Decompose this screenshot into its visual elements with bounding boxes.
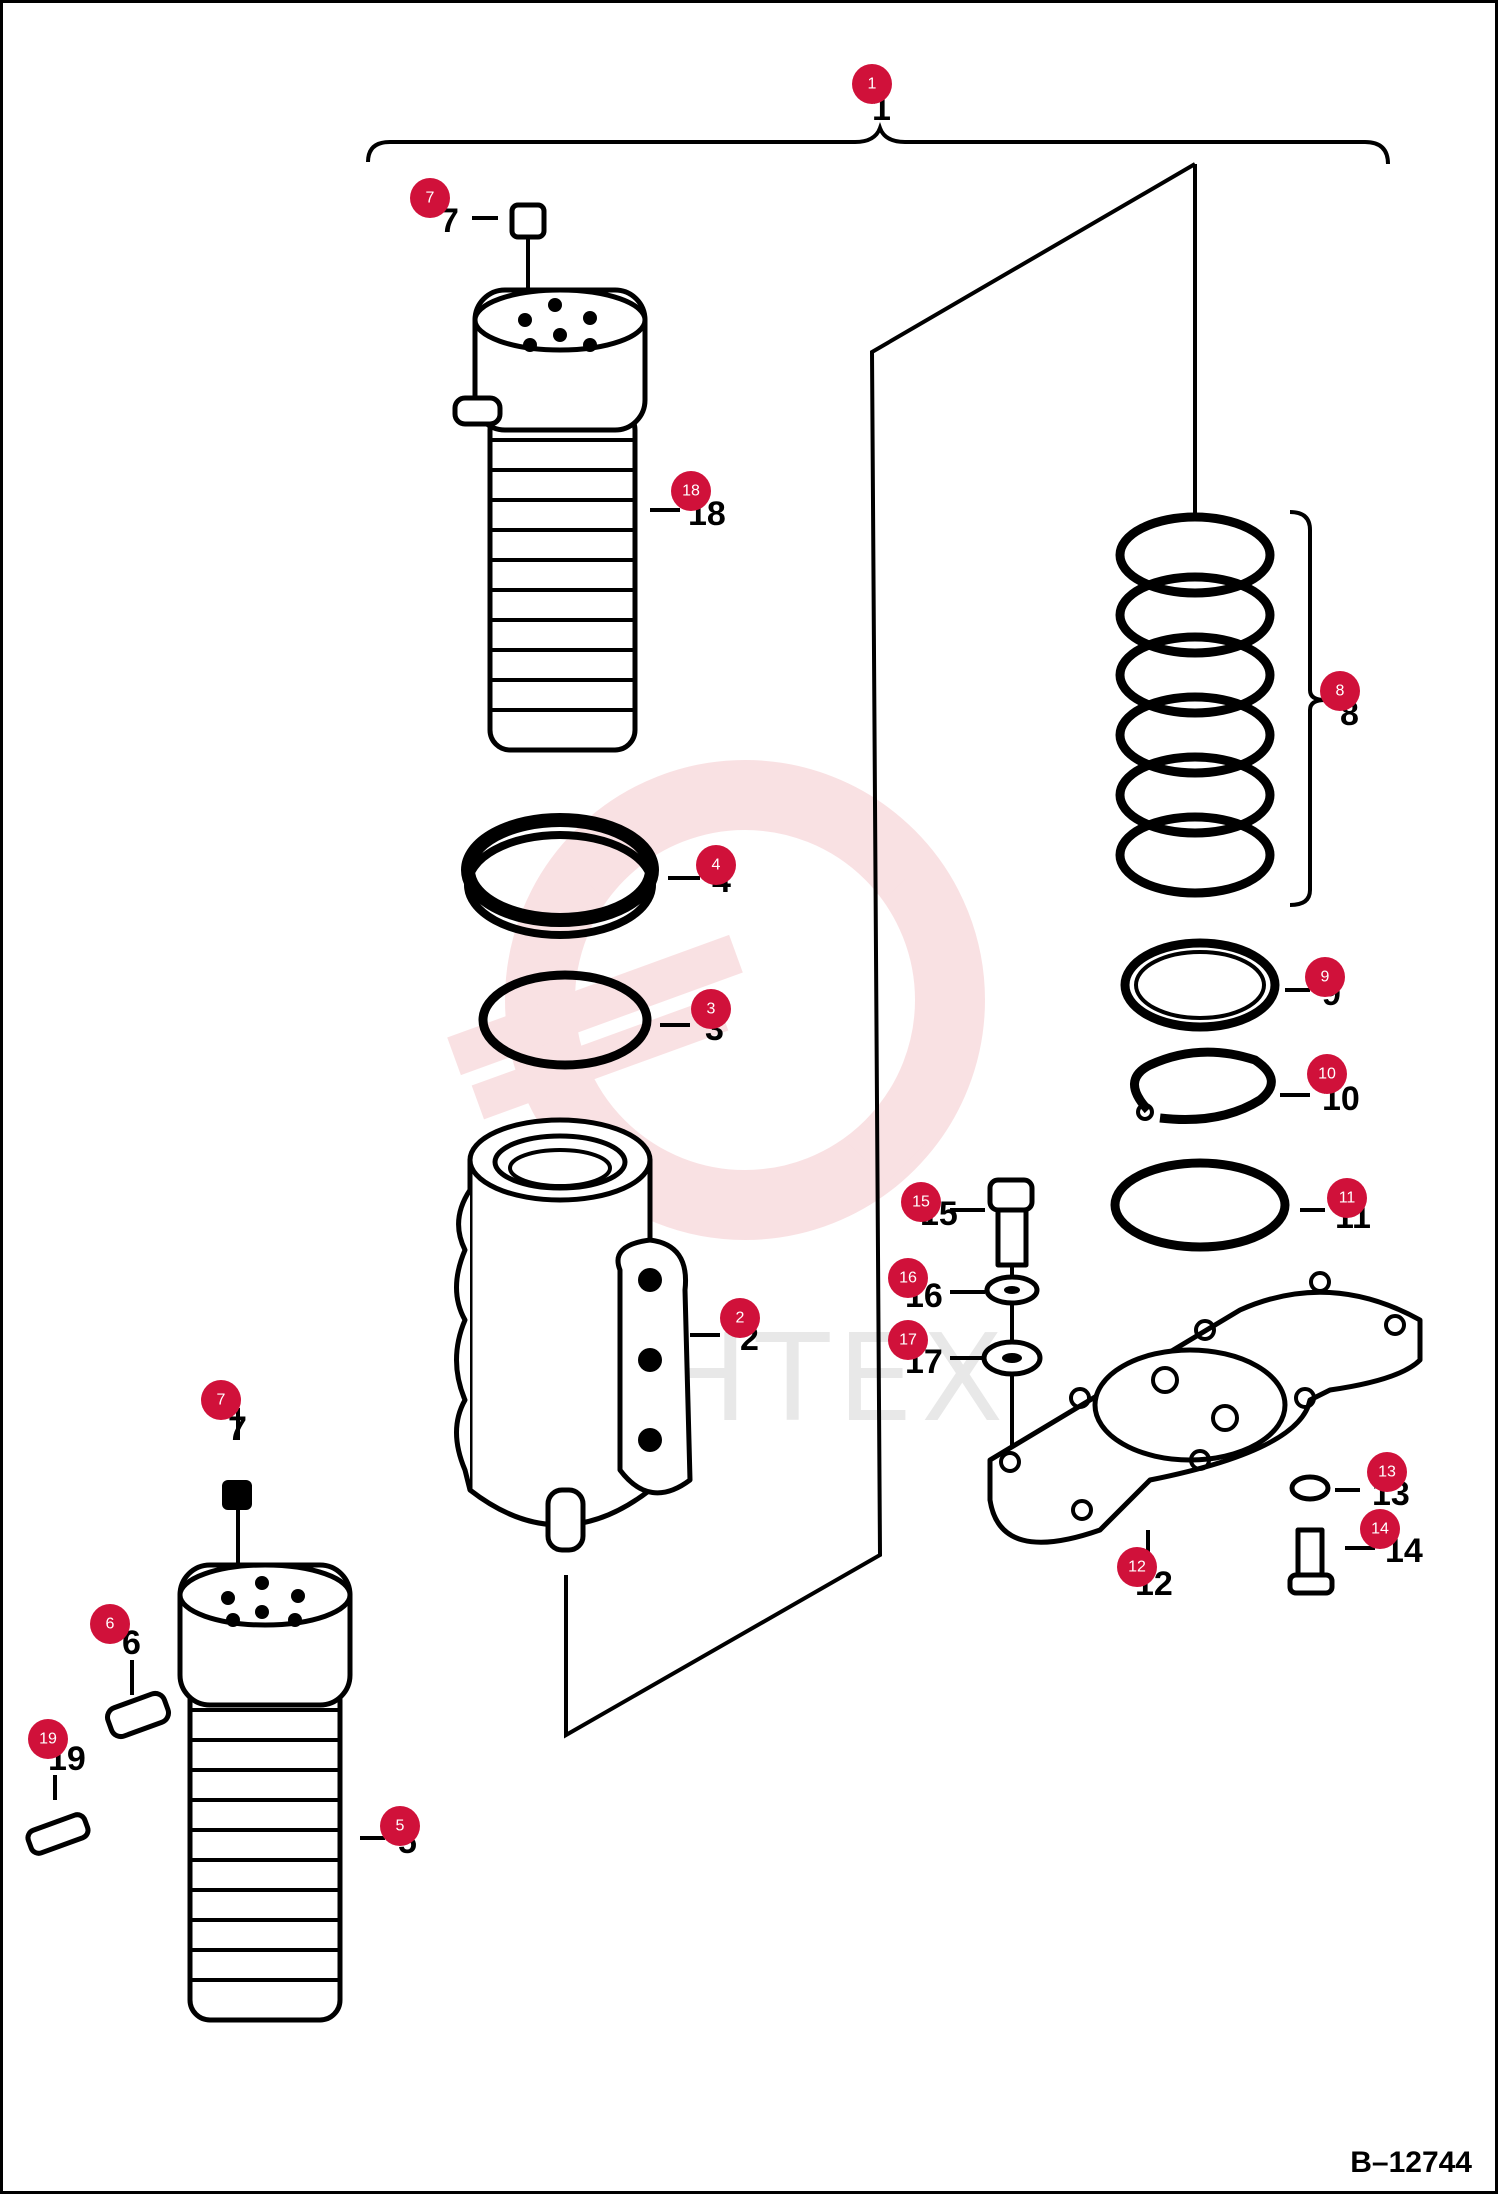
ring-11: [1110, 1158, 1325, 1252]
part-badges: 1 2 3 4 5 6 7 7 8 9 10 11 12 13 14 15 16…: [28, 64, 1407, 1846]
badge[interactable]: 11: [1327, 1178, 1367, 1218]
lower-spindle: [177, 1562, 385, 2023]
badge[interactable]: 19: [28, 1719, 68, 1759]
badge[interactable]: 9: [1305, 957, 1345, 997]
svg-text:5: 5: [396, 1818, 405, 1835]
badge[interactable]: 7: [410, 178, 450, 218]
upper-spindle: [452, 287, 680, 753]
ring-9: [1120, 938, 1310, 1032]
svg-text:8: 8: [1336, 683, 1345, 700]
badge[interactable]: 12: [1117, 1547, 1157, 1587]
svg-text:11: 11: [1339, 1190, 1356, 1207]
part-label: 7: [228, 1410, 247, 1448]
badge[interactable]: 16: [888, 1258, 928, 1298]
badge[interactable]: 10: [1307, 1054, 1347, 1094]
svg-text:10: 10: [1318, 1066, 1336, 1083]
assembly-bracket: [366, 122, 1390, 165]
svg-text:17: 17: [899, 1332, 917, 1349]
badge[interactable]: 1: [852, 64, 892, 104]
badge[interactable]: 7: [201, 1380, 241, 1420]
svg-text:7: 7: [217, 1392, 226, 1409]
badge[interactable]: 15: [901, 1182, 941, 1222]
badge[interactable]: 2: [720, 1298, 760, 1338]
svg-text:4: 4: [712, 857, 721, 874]
roll-pin-19: [25, 1775, 91, 1856]
svg-text:18: 18: [682, 483, 700, 500]
svg-text:1: 1: [868, 76, 877, 93]
svg-text:7: 7: [426, 190, 435, 207]
svg-text:16: 16: [899, 1270, 917, 1287]
badge[interactable]: 13: [1367, 1452, 1407, 1492]
seal-ring: [461, 813, 700, 939]
cover-plate: [987, 1271, 1423, 1555]
connection-line: [564, 162, 1197, 1739]
drawing-code: B–12744: [1350, 2146, 1472, 2179]
badge[interactable]: 3: [691, 989, 731, 1029]
badge[interactable]: 6: [90, 1604, 130, 1644]
badge[interactable]: 18: [671, 471, 711, 511]
badge[interactable]: 17: [888, 1320, 928, 1360]
washer-bolt-13-14: [1287, 1474, 1375, 1596]
snap-ring: [1130, 1047, 1310, 1124]
svg-text:9: 9: [1321, 969, 1330, 986]
bolt-washers: [950, 1177, 1043, 1470]
svg-text:6: 6: [106, 1616, 115, 1633]
o-ring-3: [478, 970, 690, 1070]
svg-text:15: 15: [912, 1194, 930, 1211]
watermark-logo: [447, 760, 985, 1240]
svg-text:13: 13: [1378, 1464, 1396, 1481]
svg-text:3: 3: [707, 1001, 716, 1018]
svg-text:12: 12: [1128, 1559, 1146, 1576]
pin-6: [104, 1660, 172, 1740]
svg-text:14: 14: [1371, 1521, 1389, 1538]
badge[interactable]: 8: [1320, 671, 1360, 711]
badge[interactable]: 4: [696, 845, 736, 885]
badge[interactable]: 14: [1360, 1509, 1400, 1549]
svg-text:19: 19: [39, 1731, 57, 1748]
seal-rings-stack: [1115, 510, 1326, 907]
svg-text:2: 2: [736, 1310, 745, 1327]
badge[interactable]: 5: [380, 1806, 420, 1846]
plug-top: [472, 202, 547, 300]
swivel-housing: [454, 1117, 720, 1553]
